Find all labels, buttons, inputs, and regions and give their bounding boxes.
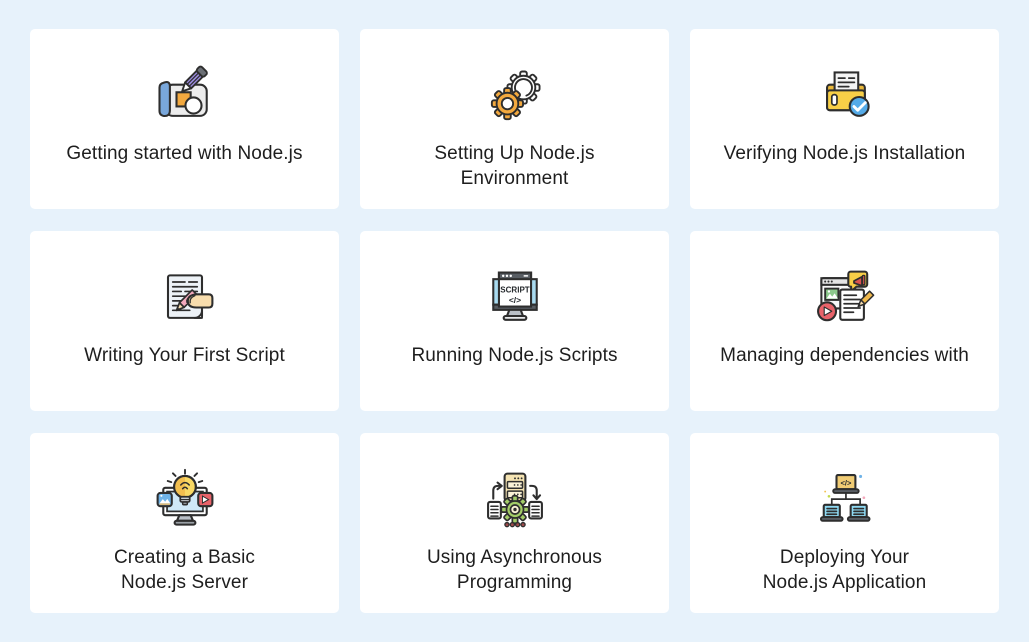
card-title: Running Node.js Scripts: [411, 345, 618, 366]
card-title: Getting started with Node.js: [66, 143, 303, 164]
lightbulb-monitor-icon: [149, 467, 221, 535]
code-label: </>: [840, 478, 852, 487]
card-running-scripts[interactable]: SCRIPT </> Running Node.js Scripts: [360, 231, 669, 411]
card-title: Creating a Basic Node.js Server: [113, 547, 255, 593]
folder-check-icon: [809, 63, 881, 131]
card-managing-dependencies[interactable]: Managing dependencies with: [690, 231, 999, 411]
card-title: Verifying Node.js Installation: [723, 143, 966, 164]
card-getting-started[interactable]: Getting started with Node.js: [30, 29, 339, 209]
server-gear-icon: [479, 467, 551, 535]
card-title: Managing dependencies with: [720, 345, 969, 366]
writing-hand-icon: [149, 265, 221, 333]
card-creating-server[interactable]: Creating a Basic Node.js Server: [30, 433, 339, 613]
script-label: SCRIPT: [500, 285, 529, 294]
script-monitor-icon: SCRIPT </>: [479, 265, 551, 333]
card-title: Using Asynchronous Programming: [426, 547, 602, 593]
gears-icon: [479, 63, 551, 131]
card-title: Deploying Your Node.js Application: [762, 547, 927, 593]
card-deploying-application[interactable]: </> Deploying Your Node.js Application: [690, 433, 999, 613]
code-label: </>: [508, 295, 520, 305]
card-async-programming[interactable]: Using Asynchronous Programming: [360, 433, 669, 613]
card-writing-first-script[interactable]: Writing Your First Script: [30, 231, 339, 411]
deploy-network-icon: </>: [809, 467, 881, 535]
document-pencil-icon: [149, 63, 221, 131]
card-title: Setting Up Node.js Environment: [434, 143, 595, 189]
card-verifying-installation[interactable]: Verifying Node.js Installation: [690, 29, 999, 209]
media-document-icon: [809, 265, 881, 333]
card-setting-up-environment[interactable]: Setting Up Node.js Environment: [360, 29, 669, 209]
card-title: Writing Your First Script: [84, 345, 285, 366]
